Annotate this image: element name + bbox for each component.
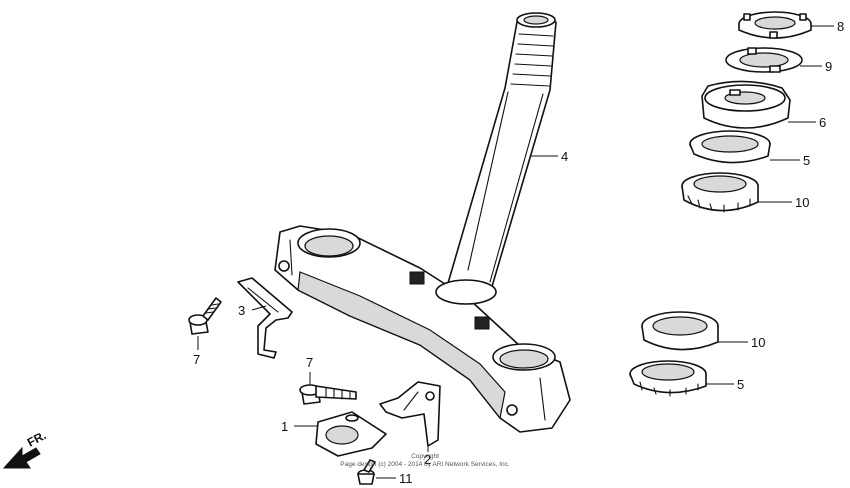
bolt-11 [357,459,376,485]
lock-nut-8 [738,11,812,39]
callout-labels: 8 9 6 5 10 4 3 7 7 1 2 11 10 5 [193,19,844,486]
callout-11: 11 [399,471,413,486]
direction-arrow-icon [2,446,41,469]
bolt-7-center [299,384,357,405]
bearing-race-5-upper [689,130,771,164]
copyright-line-1: Copyright [411,453,439,460]
direction-label: FR. [25,428,49,449]
callout-5-upper: 5 [803,153,810,168]
callout-8: 8 [837,19,844,34]
callout-1: 1 [281,419,288,434]
leader-lines [197,25,834,479]
callout-6: 6 [819,115,826,130]
callout-10-lower: 10 [751,335,765,350]
adjusting-nut-6 [701,80,791,129]
plate-1 [315,411,387,457]
callout-10-upper: 10 [795,195,809,210]
copyright-watermark: Copyright Page design (c) 2004 - 2014 by… [340,453,510,468]
lock-washer-9 [725,47,803,73]
callout-4: 4 [561,149,568,164]
bearing-race-5-lower [629,360,707,397]
bracket-3 [237,277,293,359]
callout-9: 9 [825,59,832,74]
lower-triple-clamp [274,225,571,433]
callout-7-left: 7 [193,352,200,367]
copyright-line-2: Page design (c) 2004 - 2014 by ARI Netwo… [340,461,510,468]
callout-3: 3 [238,303,245,318]
bearing-10-lower [641,311,719,351]
callout-2: 2 [424,452,431,467]
callout-7-center: 7 [306,355,313,370]
bearing-10-upper [681,172,759,213]
front-direction-indicator: FR. [2,428,49,469]
bolt-7-left [188,297,222,335]
steering-stem-part [445,12,557,301]
bracket-2 [379,381,441,447]
callout-5-lower: 5 [737,377,744,392]
